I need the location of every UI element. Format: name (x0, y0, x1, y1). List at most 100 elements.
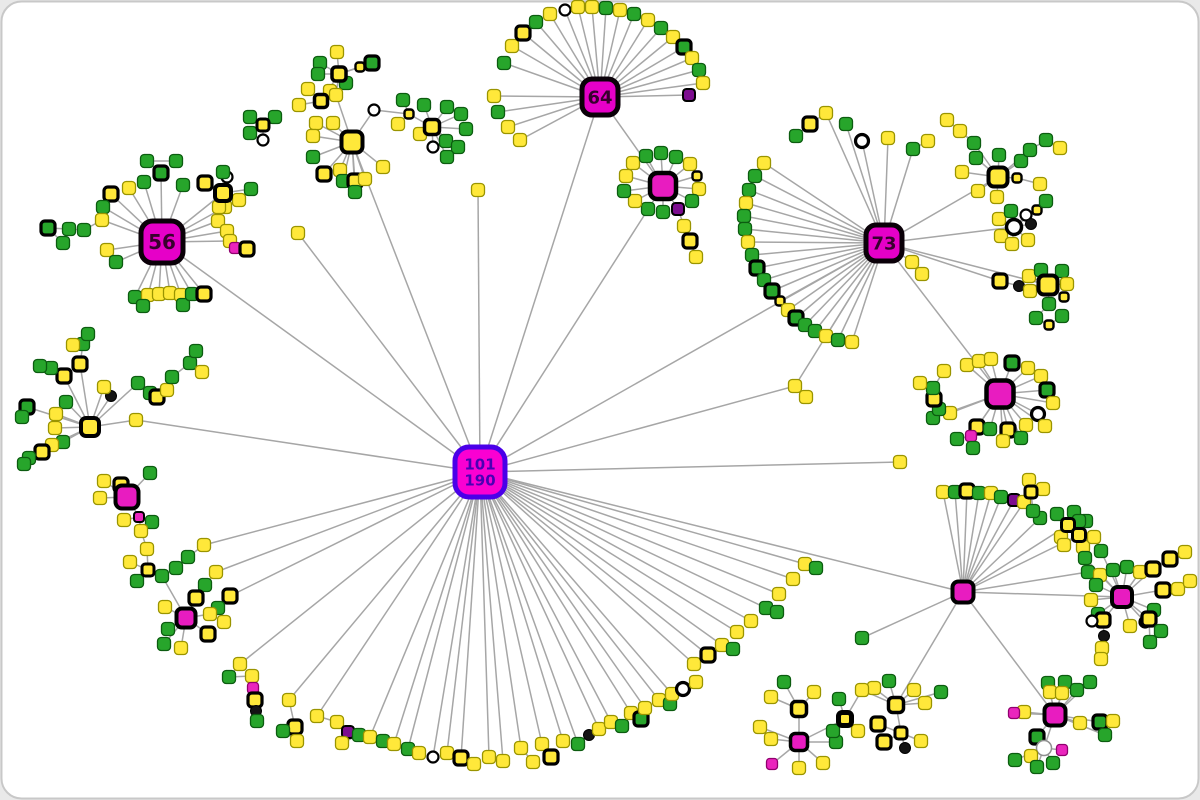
graph-node[interactable] (971, 485, 987, 501)
graph-node[interactable] (439, 99, 455, 115)
graph-node[interactable] (1020, 232, 1036, 248)
graph-node[interactable] (1037, 418, 1053, 434)
graph-hub-h7[interactable] (950, 579, 976, 605)
graph-node[interactable] (681, 232, 699, 250)
graph-node[interactable] (1177, 544, 1193, 560)
graph-node[interactable] (152, 164, 170, 182)
graph-node[interactable] (880, 130, 896, 146)
graph-node[interactable] (1154, 581, 1172, 599)
graph-node[interactable] (844, 334, 860, 350)
graph-node[interactable] (1161, 550, 1179, 568)
graph-node[interactable] (128, 412, 144, 428)
graph-node[interactable] (1077, 550, 1093, 566)
graph-node[interactable] (763, 731, 779, 747)
graph-node[interactable] (598, 0, 614, 16)
graph-node[interactable] (1105, 713, 1121, 729)
graph-node[interactable] (157, 599, 173, 615)
graph-node[interactable] (315, 165, 333, 183)
graph-node[interactable] (246, 691, 264, 709)
graph-node[interactable] (788, 128, 804, 144)
graph-node[interactable] (763, 689, 779, 705)
graph-node[interactable] (936, 363, 952, 379)
graph-node[interactable] (48, 406, 64, 422)
graph-node[interactable] (426, 750, 440, 764)
graph-node[interactable] (1098, 630, 1110, 642)
graph-node[interactable] (1069, 682, 1085, 698)
graph-node[interactable] (866, 680, 882, 696)
graph-node[interactable] (94, 212, 110, 228)
graph-node[interactable] (395, 92, 411, 108)
graph-node[interactable] (58, 394, 74, 410)
graph-node[interactable] (116, 512, 132, 528)
graph-node[interactable] (1042, 684, 1058, 700)
graph-node[interactable] (558, 3, 572, 17)
graph-node[interactable] (1122, 618, 1138, 634)
graph-node[interactable] (496, 55, 512, 71)
graph-node[interactable] (390, 116, 406, 132)
graph-node[interactable] (684, 193, 700, 209)
graph-node[interactable] (640, 12, 656, 28)
graph-hub-m127[interactable] (113, 483, 141, 511)
graph-node[interactable] (375, 159, 391, 175)
graph-node[interactable] (71, 355, 89, 373)
graph-hub-y432[interactable] (422, 117, 442, 137)
graph-node[interactable] (99, 242, 115, 258)
graph-node[interactable] (912, 375, 928, 391)
graph-node[interactable] (952, 123, 968, 139)
graph-node[interactable] (275, 723, 291, 739)
graph-node[interactable] (682, 156, 698, 172)
graph-node[interactable] (1080, 564, 1096, 580)
graph-node[interactable] (1045, 755, 1061, 771)
graph-node[interactable] (917, 695, 933, 711)
graph-node[interactable] (774, 295, 786, 307)
graph-node[interactable] (1055, 743, 1069, 757)
graph-node[interactable] (1085, 614, 1099, 628)
graph-node[interactable] (173, 640, 189, 656)
graph-node[interactable] (736, 208, 752, 224)
graph-node[interactable] (310, 66, 326, 82)
graph-node[interactable] (210, 213, 226, 229)
graph-node[interactable] (76, 222, 92, 238)
graph-node[interactable] (196, 174, 214, 192)
graph-hub-y998[interactable] (986, 165, 1010, 189)
graph-node[interactable] (244, 668, 260, 684)
graph-node[interactable] (221, 587, 239, 605)
graph-node[interactable] (991, 272, 1009, 290)
graph-node[interactable] (949, 431, 965, 447)
graph-node[interactable] (504, 38, 520, 54)
graph-node[interactable] (655, 204, 671, 220)
graph-node[interactable] (671, 202, 685, 216)
graph-node[interactable] (168, 560, 184, 576)
graph-hub-h64[interactable] (579, 76, 621, 118)
graph-node[interactable] (675, 38, 693, 56)
graph-node[interactable] (869, 715, 887, 733)
graph-node[interactable] (243, 181, 259, 197)
graph-node[interactable] (362, 729, 378, 745)
graph-node[interactable] (1043, 319, 1055, 331)
graph-node[interactable] (347, 184, 363, 200)
graph-node[interactable] (991, 211, 1007, 227)
graph-node[interactable] (188, 343, 204, 359)
graph-node[interactable] (92, 490, 108, 506)
graph-node[interactable] (1013, 430, 1029, 446)
graph-node[interactable] (486, 88, 502, 104)
graph-node[interactable] (144, 514, 160, 530)
graph-node[interactable] (618, 168, 634, 184)
graph-node[interactable] (989, 189, 1005, 205)
graph-node[interactable] (1038, 381, 1056, 399)
graph-node[interactable] (1021, 268, 1037, 284)
graph-node[interactable] (691, 181, 707, 197)
graph-node[interactable] (256, 133, 270, 147)
graph-node[interactable] (1054, 308, 1070, 324)
graph-node[interactable] (1032, 176, 1048, 192)
graph-node[interactable] (208, 564, 224, 580)
graph-node[interactable] (1054, 685, 1070, 701)
graph-node[interactable] (32, 358, 48, 374)
graph-node[interactable] (357, 171, 373, 187)
graph-node[interactable] (329, 44, 345, 60)
graph-node[interactable] (1140, 610, 1158, 628)
graph-node[interactable] (135, 298, 151, 314)
graph-node[interactable] (982, 421, 998, 437)
graph-node[interactable] (175, 177, 191, 193)
graph-node[interactable] (1022, 142, 1038, 158)
